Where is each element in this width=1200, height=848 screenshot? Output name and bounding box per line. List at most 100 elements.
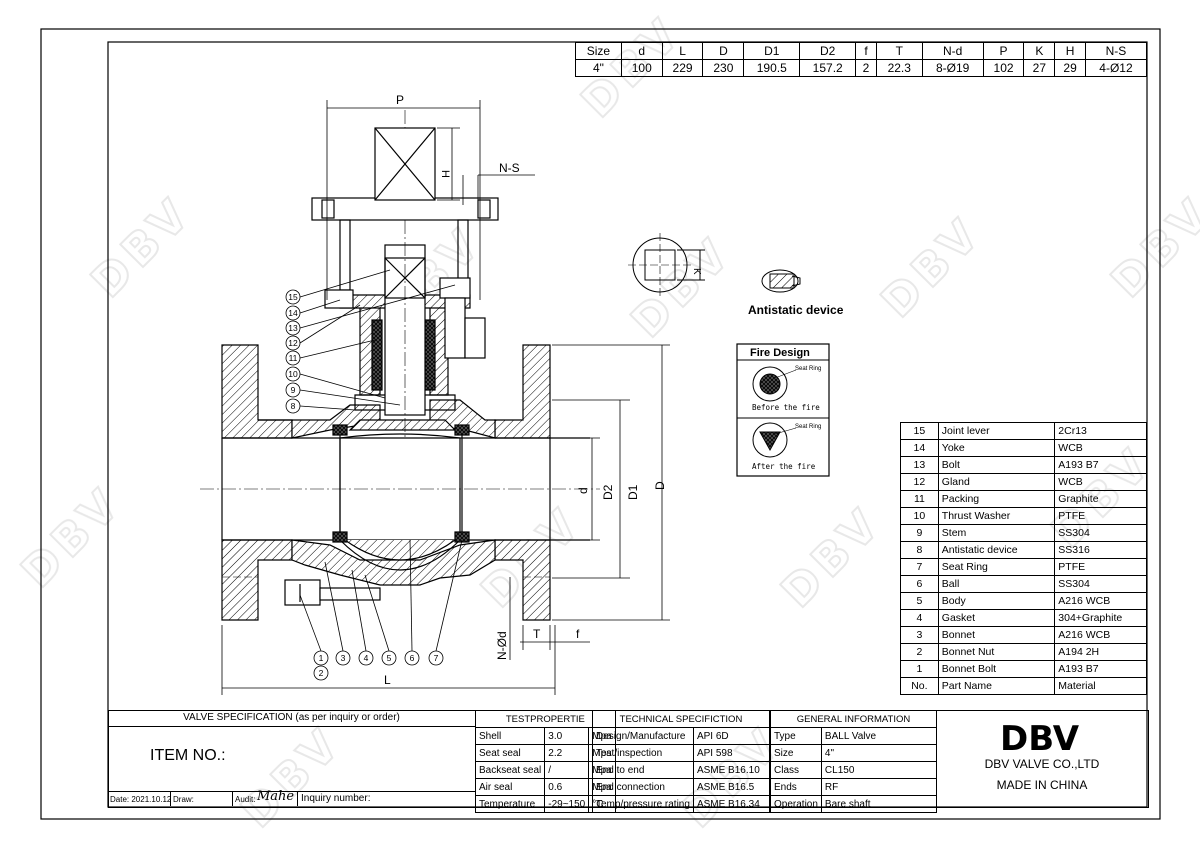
tech-cell-name: Temp/pressure rating [592,795,694,813]
parts-cell-name: Joint lever [937,422,1056,440]
audit-label: Audit: [235,795,256,804]
parts-cell-name: Packing [937,490,1056,508]
balloon-3-num: 3 [341,653,346,663]
parts-cell-no: 6 [900,575,939,593]
balloon-15 [285,269,391,305]
parts-cell-name: Gland [937,473,1056,491]
parts-cell-name: Thrust Washer [937,507,1056,525]
dim-header: Size [575,42,622,60]
parts-cell-name: Yoke [937,439,1056,457]
dim-label-d1: D1 [626,484,640,500]
parts-cell-no: 8 [900,541,939,559]
antistatic-device-sketch [761,269,801,293]
dim-value: 230 [702,59,745,77]
svg-text:DBV: DBV [1102,187,1200,308]
dim-header: d [620,42,663,60]
test-cell-value: 0.6 [544,778,590,796]
tech-cell-name: End connection [592,778,694,796]
dim-label-l: L [384,673,391,687]
balloon-7 [428,539,463,666]
company-logo: DBV [1000,719,1080,759]
dim-value: 2 [855,59,877,77]
tech-cell-value: API 598 [692,744,771,762]
balloon-2-num: 2 [319,668,324,678]
parts-cell-material: 304+Graphite [1054,609,1147,627]
parts-cell-name: Bolt [937,456,1056,474]
dim-header: D2 [799,42,857,60]
balloon-12 [285,304,361,351]
balloon-15-num: 15 [288,292,298,302]
fire-before-label: Before the fire [752,403,820,412]
audit-signature: Mahe [257,789,295,804]
parts-cell-no: 13 [900,456,939,474]
made-in-label: MADE IN CHINA [996,778,1088,792]
parts-cell-no: 10 [900,507,939,525]
dim-header: T [875,42,923,60]
general-cell-name: Operation [770,795,822,813]
parts-cell-material: WCB [1054,473,1147,491]
dim-value: 190.5 [743,59,801,77]
dimension-table-header-row: Size d L D D1 D2 f T N-d P K H N-S [575,42,1148,60]
dim-header: K [1023,42,1056,60]
general-cell-value: 4" [820,744,938,762]
dim-label-nd: N-Ød [495,631,509,660]
tech-cell-value: ASME B16.5 [692,778,771,796]
general-cell-value: Bare shaft [820,795,938,813]
dim-value: 229 [661,59,704,77]
parts-cell-material: PTFE [1054,507,1147,525]
dimension-lines [221,100,670,695]
test-cell-name: Shell [474,727,546,745]
parts-cell-name: Bonnet Nut [937,643,1056,661]
general-cell-name: Class [770,761,822,779]
dim-header: f [855,42,877,60]
balloon-10 [285,366,386,399]
fire-design-title: Fire Design [750,347,810,359]
svg-text:DBV: DBV [872,207,993,328]
fire-seat-ring-label-2: Seat Ring [795,424,821,430]
fire-after-label: After the fire [752,462,816,471]
balloon-13 [285,284,456,336]
balloon-6-num: 6 [410,653,415,663]
dim-value: 29 [1054,59,1086,77]
dim-label-h: H [439,170,451,178]
parts-cell-no: 9 [900,524,939,542]
svg-text:DBV: DBV [12,477,133,598]
balloon-9 [285,382,401,406]
balloon-7-num: 7 [434,653,439,663]
company-name: DBV VALVE CO.,LTD [984,757,1100,771]
parts-cell-no: 5 [900,592,939,610]
antistatic-label: Antistatic device [748,303,844,317]
tech-cell-name: Test/inspection [592,744,694,762]
balloon-8-num: 8 [291,401,296,411]
inquiry-number-label: Inquiry number: [301,793,371,804]
tech-cell-value: ASME B16.34 [692,795,771,813]
parts-cell-name: Bonnet Bolt [937,660,1056,678]
svg-text:DBV: DBV [622,227,743,348]
part-balloons [285,269,463,681]
balloon-5-num: 5 [387,653,392,663]
general-cell-value: RF [820,778,938,796]
draw-label: Draw: [173,795,194,804]
dim-header: P [982,42,1025,60]
parts-cell-no: 1 [900,660,939,678]
fire-seat-ring-label-1: Seat Ring [795,366,821,372]
valve-spec-title: VALVE SPECIFICATION (as per inquiry or o… [183,712,400,723]
general-cell-value: CL150 [820,761,938,779]
dim-label-d: D [653,481,667,490]
date-label: Date: 2021.10.12 [110,795,172,804]
dimension-table: Size d L D D1 D2 f T N-d P K H N-S 4" 10… [575,42,1148,77]
item-no-label: ITEM NO.: [150,747,226,764]
